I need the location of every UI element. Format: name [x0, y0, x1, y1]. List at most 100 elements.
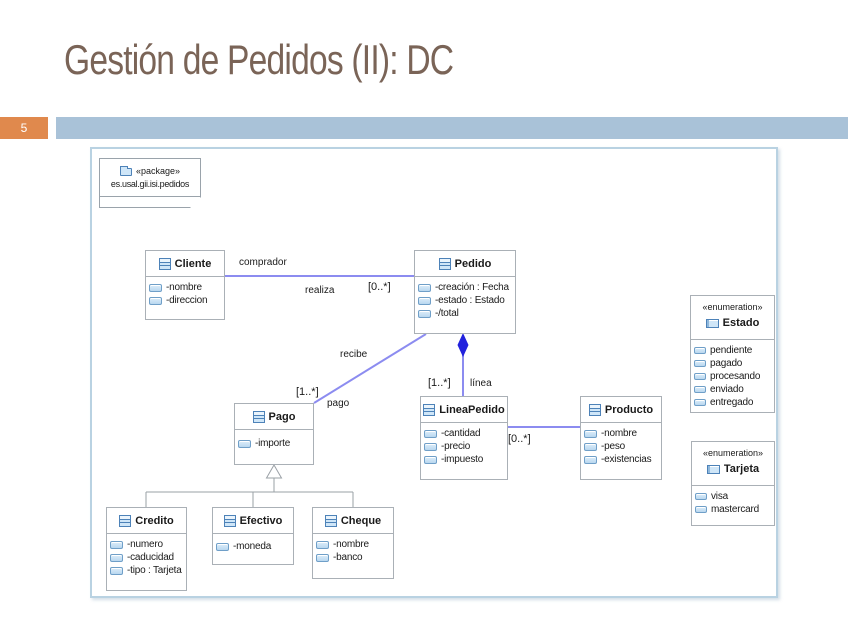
attribute-label: -moneda	[233, 541, 272, 552]
class-name: Cliente	[174, 257, 212, 270]
attribute-icon	[238, 439, 251, 448]
composition-diamond	[457, 333, 469, 357]
package-note: «package» es.usal.gii.isi.pedidos	[99, 158, 201, 208]
class-box-cliente: Cliente -nombre -direccion	[145, 250, 225, 320]
attribute-icon	[149, 296, 162, 305]
attribute-label: -banco	[333, 552, 363, 563]
enum-name: Estado	[722, 317, 760, 329]
class-name: Credito	[135, 514, 174, 527]
class-name: Cheque	[340, 514, 382, 527]
enumeration-icon	[706, 464, 720, 474]
class-box-efectivo: Efectivo -moneda	[212, 507, 294, 565]
attribute-icon	[216, 542, 229, 551]
multiplicity-pedido: [0..*]	[368, 281, 391, 293]
attribute-icon	[584, 429, 597, 438]
title-underline-bar	[56, 117, 848, 139]
attribute-icon	[149, 283, 162, 292]
role-label-linea: línea	[470, 378, 492, 389]
enum-literal-icon	[694, 373, 706, 380]
attribute-icon	[584, 442, 597, 451]
enum-literal: visa	[711, 491, 728, 502]
enum-literal-icon	[694, 360, 706, 367]
package-stereotype: «package»	[135, 166, 181, 176]
slide-page-number: 5	[0, 117, 48, 139]
attribute-icon	[424, 429, 437, 438]
attribute-label: -/total	[435, 308, 459, 319]
attribute-icon	[424, 455, 437, 464]
diagram-connectors	[145, 275, 580, 507]
class-icon	[588, 403, 601, 416]
role-label-pago: pago	[327, 398, 350, 409]
enum-literal: procesando	[710, 371, 761, 382]
class-icon	[119, 514, 132, 527]
enum-literal-icon	[694, 347, 706, 354]
attribute-label: -precio	[441, 441, 471, 452]
enum-name: Tarjeta	[723, 463, 760, 475]
class-icon	[438, 257, 451, 270]
enum-literal: pendiente	[710, 345, 753, 356]
class-name: LineaPedido	[439, 403, 505, 416]
class-box-cheque: Cheque -nombre -banco	[312, 507, 394, 579]
class-icon	[423, 403, 436, 416]
association-name-realiza: realiza	[305, 285, 335, 296]
attribute-icon	[110, 566, 123, 575]
attribute-icon	[316, 553, 329, 562]
enum-stereotype: «enumeration»	[702, 302, 763, 312]
class-icon	[324, 514, 337, 527]
attribute-label: -creación : Fecha	[435, 282, 509, 293]
attribute-label: -numero	[127, 539, 163, 550]
attribute-label: -nombre	[601, 428, 637, 439]
attribute-icon	[418, 283, 431, 292]
class-box-lineapedido: LineaPedido -cantidad -precio -impuesto	[420, 396, 508, 480]
attribute-icon	[418, 296, 431, 305]
generalization-triangle	[265, 463, 283, 479]
package-folder-icon	[120, 168, 132, 176]
attribute-icon	[424, 442, 437, 451]
attribute-label: -peso	[601, 441, 626, 452]
attribute-label: -tipo : Tarjeta	[127, 565, 182, 576]
uml-class-diagram: «package» es.usal.gii.isi.pedidos Client…	[90, 147, 778, 598]
attribute-label: -cantidad	[441, 428, 481, 439]
enum-literal-icon	[694, 399, 706, 406]
enumeration-icon	[705, 318, 719, 328]
multiplicity-pago: [1..*]	[296, 386, 319, 398]
class-icon	[158, 257, 171, 270]
enum-literal-icon	[695, 506, 707, 513]
enum-literal-icon	[695, 493, 707, 500]
enum-literal: pagado	[710, 358, 743, 369]
class-icon	[223, 514, 236, 527]
attribute-icon	[418, 309, 431, 318]
attribute-label: -direccion	[166, 295, 208, 306]
class-name: Pedido	[454, 257, 492, 270]
multiplicity-linea: [1..*]	[428, 377, 451, 389]
association-pedido-pago	[313, 333, 427, 404]
enum-box-estado: «enumeration» Estado pendiente pagado pr…	[690, 295, 775, 413]
attribute-label: -nombre	[333, 539, 369, 550]
enum-literal: mastercard	[711, 504, 760, 515]
class-box-producto: Producto -nombre -peso -existencias	[580, 396, 662, 480]
enum-literal: entregado	[710, 397, 754, 408]
enum-stereotype: «enumeration»	[702, 448, 764, 458]
attribute-label: -impuesto	[441, 454, 484, 465]
class-box-pedido: Pedido -creación : Fecha -estado : Estad…	[414, 250, 516, 334]
class-name: Producto	[604, 403, 654, 416]
enum-literal-icon	[694, 386, 706, 393]
class-name: Efectivo	[239, 514, 283, 527]
class-icon	[252, 410, 265, 423]
enum-literal: enviado	[710, 384, 744, 395]
attribute-label: -nombre	[166, 282, 202, 293]
class-box-credito: Credito -numero -caducidad -tipo : Tarje…	[106, 507, 187, 591]
package-name: es.usal.gii.isi.pedidos	[110, 179, 190, 189]
attribute-label: -importe	[255, 438, 291, 449]
attribute-icon	[316, 540, 329, 549]
attribute-icon	[110, 540, 123, 549]
association-name-recibe: recibe	[340, 349, 368, 360]
attribute-icon	[584, 455, 597, 464]
slide-title: Gestión de Pedidos (II): DC	[64, 36, 454, 83]
role-label-comprador: comprador	[239, 257, 287, 268]
class-box-pago: Pago -importe	[234, 403, 314, 465]
note-separator	[100, 196, 200, 197]
multiplicity-producto: [0..*]	[508, 433, 531, 445]
attribute-label: -estado : Estado	[435, 295, 505, 306]
enum-box-tarjeta: «enumeration» Tarjeta visa mastercard	[691, 441, 775, 526]
